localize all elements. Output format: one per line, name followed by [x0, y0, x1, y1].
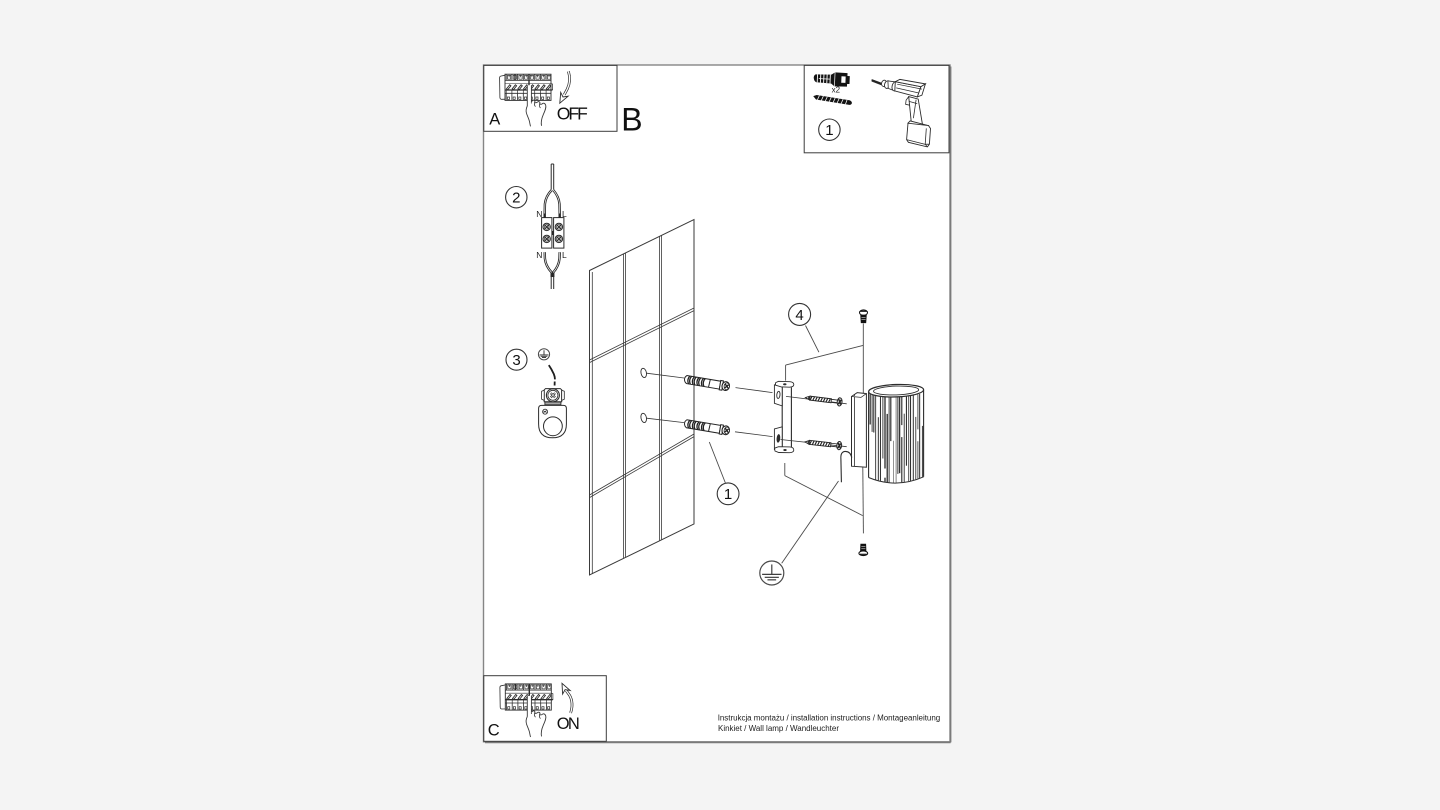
svg-text:ON: ON: [557, 715, 580, 733]
svg-text:Instrukcja montażu / installat: Instrukcja montażu / installation instru…: [718, 713, 941, 722]
svg-text:A: A: [489, 111, 500, 129]
svg-text:1: 1: [825, 122, 833, 139]
svg-text:4: 4: [795, 307, 803, 324]
svg-text:B: B: [621, 102, 642, 138]
svg-text:1: 1: [724, 486, 732, 503]
svg-text:x2: x2: [832, 86, 841, 95]
svg-text:OFF: OFF: [557, 103, 588, 123]
svg-text:L: L: [562, 250, 567, 260]
svg-text:C: C: [488, 722, 500, 740]
svg-text:2: 2: [512, 190, 520, 207]
svg-text:N: N: [536, 209, 542, 219]
svg-text:N: N: [536, 250, 542, 260]
svg-text:3: 3: [512, 352, 520, 369]
svg-text:L: L: [562, 209, 567, 219]
svg-text:Kinkiet / Wall lamp / Wandleuc: Kinkiet / Wall lamp / Wandleuchter: [718, 724, 839, 733]
